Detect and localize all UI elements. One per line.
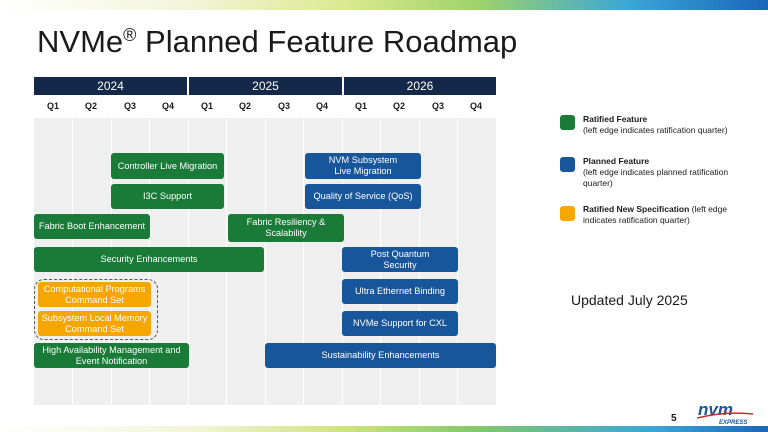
grid-line <box>303 118 304 405</box>
quarter-label: Q3 <box>431 101 444 111</box>
quarter-label: Q2 <box>238 101 251 111</box>
year-header-2026: 2026 <box>344 77 496 95</box>
legend-ratified: Ratified Feature(left edge indicates rat… <box>583 114 728 135</box>
quarter-label: Q1 <box>354 101 367 111</box>
feature-subsystem-local-memory-command-set: Subsystem Local Memory Command Set <box>38 311 151 336</box>
feature-quality-of-service: Quality of Service (QoS) <box>305 184 421 209</box>
year-header-2024: 2024 <box>34 77 187 95</box>
feature-sustainability-enhancements: Sustainability Enhancements <box>265 343 496 368</box>
feature-nvm-subsystem-live-migration: NVM Subsystem Live Migration <box>305 153 421 179</box>
feature-controller-live-migration: Controller Live Migration <box>111 153 224 179</box>
quarter-label: Q1 <box>46 101 59 111</box>
logo-subtext: EXPRESS <box>719 420 747 426</box>
quarter-label: Q4 <box>469 101 482 111</box>
year-header-2025: 2025 <box>189 77 342 95</box>
feature-fabric-boot-enhancement: Fabric Boot Enhancement <box>34 214 150 239</box>
legend-new-spec-swatch <box>560 206 575 221</box>
feature-i3c-support: I3C Support <box>111 184 224 209</box>
logo-swoosh <box>696 412 754 419</box>
legend-new-spec: Ratified New Specification (left edge in… <box>583 204 728 225</box>
legend-planned: Planned Feature(left edge indicates plan… <box>583 156 729 188</box>
page-number: 5 <box>671 413 677 424</box>
feature-ultra-ethernet-binding: Ultra Ethernet Binding <box>342 279 458 304</box>
updated-date: Updated July 2025 <box>571 292 688 308</box>
nvm-express-logo: nvm EXPRESS <box>696 400 754 426</box>
quarter-label: Q2 <box>84 101 97 111</box>
feature-nvme-support-for-cxl: NVMe Support for CXL <box>342 311 458 336</box>
bottom-decorative-stripe <box>0 426 768 432</box>
quarter-label: Q3 <box>123 101 136 111</box>
quarter-label: Q3 <box>277 101 290 111</box>
feature-post-quantum-security: Post Quantum Security <box>342 247 458 272</box>
feature-high-availability-management: High Availability Management and Event N… <box>34 343 189 368</box>
feature-computational-programs-command-set: Computational Programs Command Set <box>38 282 151 307</box>
grid-line <box>265 118 266 405</box>
legend-planned-swatch <box>560 157 575 172</box>
quarter-label: Q2 <box>392 101 405 111</box>
top-decorative-stripe <box>0 0 768 10</box>
feature-fabric-resiliency-scalability: Fabric Resiliency & Scalability <box>228 214 344 242</box>
quarter-label: Q1 <box>200 101 213 111</box>
quarter-label: Q4 <box>315 101 328 111</box>
quarter-label: Q4 <box>161 101 174 111</box>
legend-ratified-swatch <box>560 115 575 130</box>
slide-title: NVMe® Planned Feature Roadmap <box>37 24 518 59</box>
new-spec-group-outline <box>34 279 158 340</box>
feature-security-enhancements: Security Enhancements <box>34 247 264 272</box>
